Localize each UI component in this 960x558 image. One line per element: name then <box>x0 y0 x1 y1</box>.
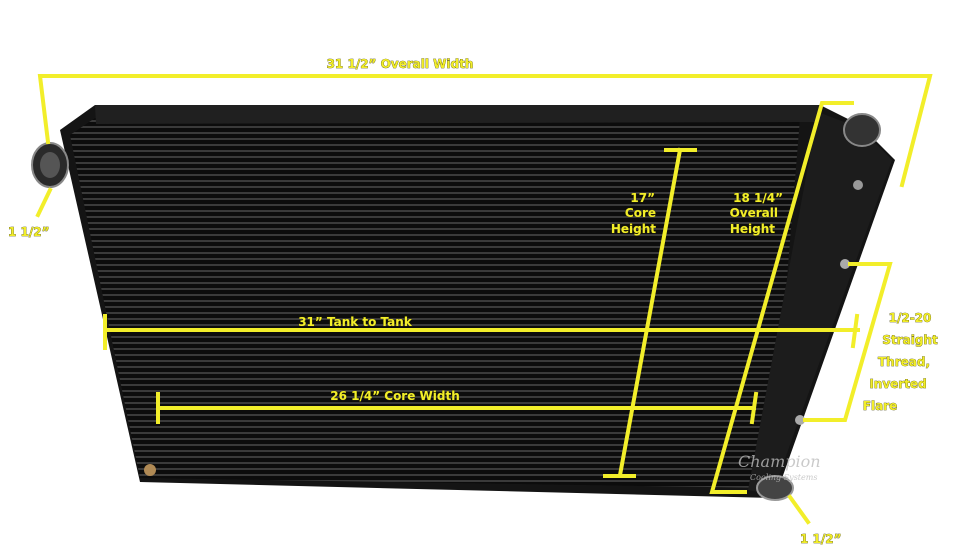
overall-width-line <box>37 74 933 188</box>
core-height-line <box>617 147 683 478</box>
radiator-body <box>60 105 895 498</box>
core-width-label: 26 1/4” Core Width <box>330 389 460 403</box>
fitting-label-3: Thread, <box>878 355 930 369</box>
inlet-fitting-left <box>31 142 69 188</box>
fitting-port-top <box>853 180 863 190</box>
inlet-left-label: 1 1/2” <box>8 225 50 239</box>
fitting-leader <box>803 262 893 422</box>
right-tank <box>748 112 892 495</box>
fitting-port-lower <box>795 415 805 425</box>
outlet-right-label: 1 1/2” <box>800 532 842 546</box>
fitting-label-5: Flare <box>863 399 897 413</box>
tank-to-tank-label: 31” Tank to Tank <box>298 315 413 329</box>
watermark-brand: Champion <box>738 452 821 471</box>
overall-height-label-2: Overall <box>730 206 778 220</box>
overall-height-label-1: 18 1/4” <box>733 191 783 205</box>
top-rail <box>95 105 820 124</box>
filler-neck <box>843 113 881 147</box>
core-height-label-1: 17” <box>630 191 655 205</box>
fitting-label-1: 1/2-20 <box>889 311 932 325</box>
outlet-fitting-right <box>756 475 794 501</box>
fitting-port-upper <box>840 259 850 269</box>
outlet-right-leader <box>787 494 811 525</box>
fitting-label-4: Inverted <box>869 377 926 391</box>
inlet-left-leader <box>35 187 53 218</box>
drain-petcock <box>144 464 156 476</box>
fitting-label-2: Straight <box>882 333 938 347</box>
overall-width-label: 31 1/2” Overall Width <box>327 57 474 71</box>
overall-height-label-3: Height <box>730 222 775 236</box>
watermark-tagline: Cooling Systems <box>750 473 817 482</box>
core-height-label-2: Core <box>625 206 656 220</box>
overall-height-line <box>709 101 854 494</box>
core-height-label-3: Height <box>611 222 656 236</box>
